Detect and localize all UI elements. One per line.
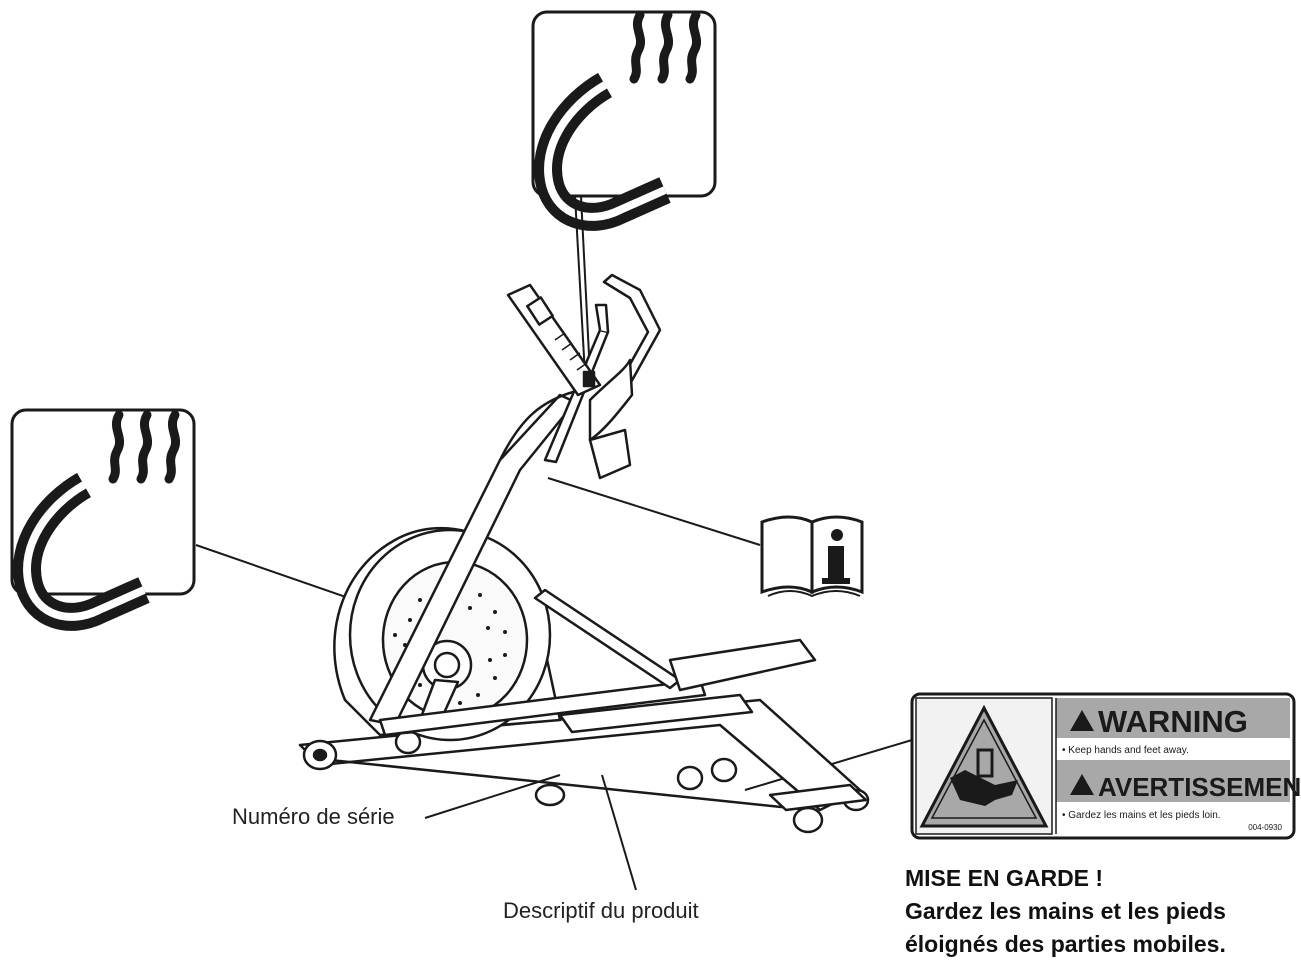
caution-line-1: Gardez les mains et les pieds bbox=[905, 898, 1226, 924]
elliptical-trainer bbox=[298, 273, 870, 834]
product-description-label: Descriptif du produit bbox=[503, 898, 699, 923]
caution-line-2: éloignés des parties mobiles. bbox=[905, 931, 1226, 957]
info-manual-icon bbox=[760, 515, 864, 598]
avertissement-text: • Gardez les mains et les pieds loin. bbox=[1062, 810, 1221, 821]
warning-text: • Keep hands and feet away. bbox=[1062, 745, 1189, 756]
hand-crush-warning-icon bbox=[919, 704, 1049, 828]
magnet-box-left bbox=[10, 410, 196, 617]
sticker-code: 004-0930 bbox=[1248, 823, 1282, 832]
avertissement-title: AVERTISSEMENT bbox=[1098, 772, 1301, 802]
caution-heading: MISE EN GARDE ! bbox=[905, 865, 1104, 891]
warning-sticker: WARNING • Keep hands and feet away. AVER… bbox=[910, 692, 1301, 840]
warning-title: WARNING bbox=[1098, 704, 1248, 739]
serial-number-label: Numéro de série bbox=[232, 804, 395, 829]
magnet-box-top bbox=[531, 12, 717, 217]
caution-block: MISE EN GARDE ! Gardez les mains et les … bbox=[905, 862, 1226, 961]
